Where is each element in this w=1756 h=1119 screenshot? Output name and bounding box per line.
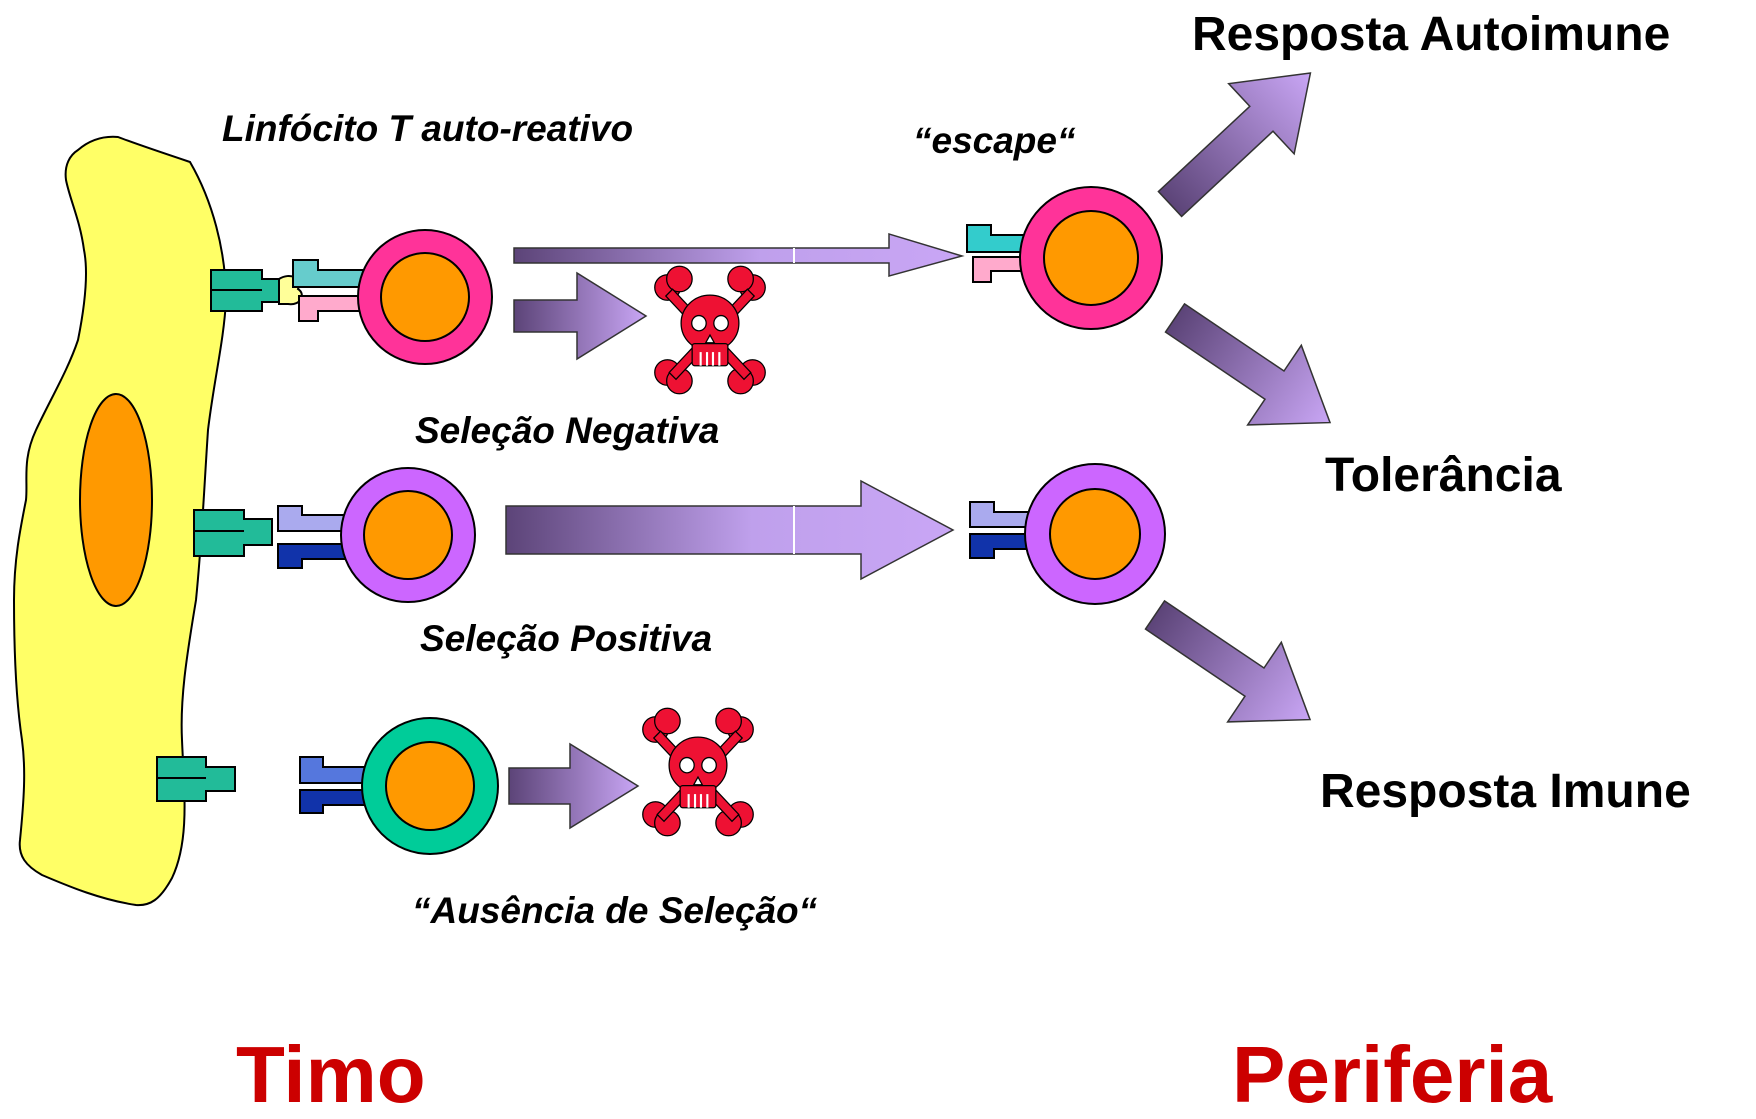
tcr-beta-middle — [277, 543, 349, 569]
label-negative-selection: Seleção Negativa — [415, 410, 720, 451]
label-autoreactive-t-cell: Linfócito T auto-reativo — [222, 108, 634, 149]
label-positive-selection: Seleção Positiva — [420, 618, 713, 659]
escape-arrow — [513, 232, 965, 277]
negative-selection-arrow — [513, 271, 648, 361]
thymocyte-nucleus — [363, 490, 453, 580]
thymocyte-nucleus — [380, 252, 470, 342]
peripheral-cell-nucleus — [1049, 488, 1141, 580]
mhc-middle — [193, 509, 273, 557]
label-escape: “escape“ — [913, 120, 1076, 161]
no-selection-arrow — [508, 742, 640, 830]
label-immune-response: Resposta Imune — [1320, 765, 1691, 818]
region-label-thymus: Timo — [236, 1030, 426, 1119]
tcr-alpha-middle — [277, 505, 349, 532]
thymocyte-nucleus — [385, 741, 475, 831]
peripheral-cell-nucleus — [1043, 210, 1139, 306]
thymic-cell-nucleus — [79, 393, 153, 607]
arrow-to-immune-response — [1144, 599, 1312, 723]
skull-crossbones-icon — [641, 707, 755, 837]
positive-selection-arrow — [505, 479, 955, 581]
tcr-beta-top — [298, 295, 365, 322]
arrow-to-tolerance-from-top — [1164, 302, 1332, 426]
label-absence-of-selection: “Ausência de Seleção“ — [412, 890, 818, 931]
label-tolerance: Tolerância — [1325, 449, 1562, 502]
label-autoimmune-response: Resposta Autoimune — [1192, 8, 1671, 61]
tcr-alpha-top — [292, 259, 365, 288]
arrow-to-autoimmune — [1157, 72, 1312, 218]
tcr-beta-bottom — [299, 789, 371, 814]
skull-crossbones-icon — [653, 265, 767, 395]
tcr-alpha-bottom — [299, 756, 371, 784]
region-label-periphery: Periferia — [1232, 1030, 1553, 1119]
